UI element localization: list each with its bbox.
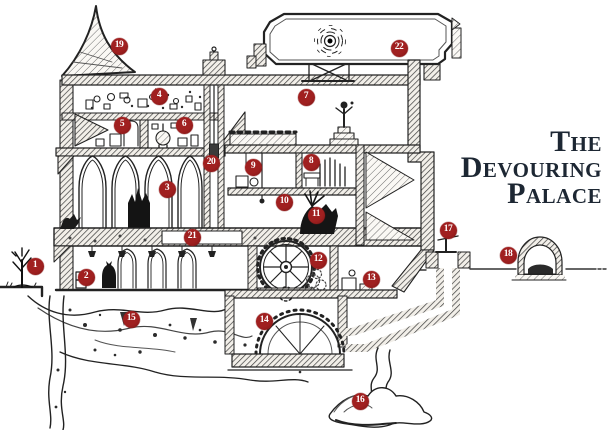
lower-hall-room-2 [54, 245, 257, 292]
vault-structure [511, 236, 567, 281]
well-tunnel [344, 227, 471, 352]
statue [329, 101, 359, 146]
cave-system [27, 295, 309, 430]
mid-right-wall [355, 144, 365, 246]
ground-lines [0, 268, 607, 298]
central-shaft [203, 84, 225, 233]
bush [305, 268, 327, 291]
map-title-line-2: Devouring [460, 151, 602, 184]
basement-room-14 [224, 295, 353, 371]
rooms-8-9 [227, 152, 363, 204]
stag-creature [300, 190, 338, 234]
dead-tree [11, 247, 33, 288]
stepped-outer-wall [407, 59, 435, 251]
map-title-line-1: The [550, 125, 602, 158]
cave-rubble-dots [54, 308, 302, 409]
portal-hall-room-22 [246, 12, 462, 82]
throne-silhouette [128, 188, 150, 232]
spiked-dome [254, 308, 346, 356]
map-title-line-3: Palace [507, 177, 602, 210]
portal-spiral [314, 25, 346, 57]
gargoyle [60, 214, 81, 229]
statue-hall-room-7 [224, 101, 421, 154]
zigzag-braces [365, 151, 415, 241]
map-title: The Devouring Palace [432, 125, 602, 210]
attic-room-clutter [61, 88, 223, 121]
great-hall-arches [78, 155, 203, 231]
lower-cave-16 [328, 347, 433, 428]
seated-figure [102, 261, 116, 288]
